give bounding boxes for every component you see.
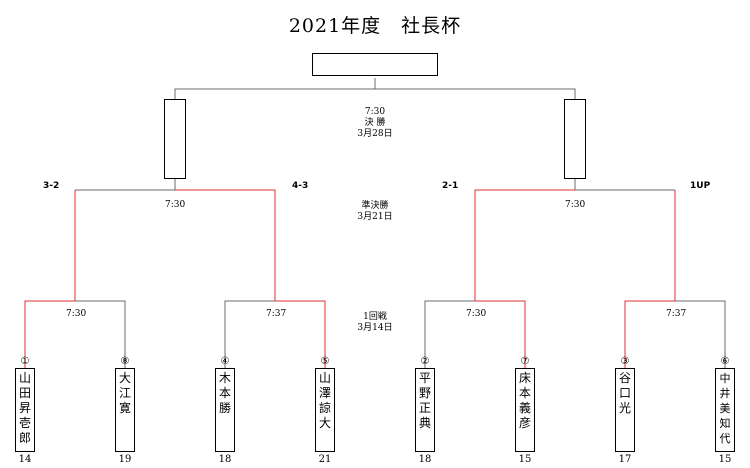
player-name: 山澤諒大 [318, 371, 331, 430]
finalist-box-right [564, 99, 586, 179]
player-name-box: 谷口 光 [615, 368, 644, 452]
seed-mark: ⑧ [120, 356, 130, 367]
final-round-name: 決 勝 [364, 118, 386, 128]
winner-line-r1-3 [475, 300, 526, 372]
score-semifinal-right-1: 2-1 [442, 181, 459, 191]
semifinal-date: 3月21日 [357, 212, 393, 222]
semifinal-round-info: 準決勝 3月21日 [335, 201, 415, 223]
player-number: 18 [418, 454, 432, 465]
player-number: 17 [618, 454, 632, 465]
player-name: 大江 寛 [118, 371, 144, 415]
r1-match-1-time: 7:30 [66, 309, 87, 319]
semifinal-round-name: 準決勝 [361, 201, 389, 211]
player-name: 木本 勝 [218, 371, 244, 415]
seed-mark: ⑤ [320, 356, 330, 367]
player-name-box: 中井美知代 [715, 368, 735, 452]
score-semifinal-left-2: 4-3 [292, 181, 309, 191]
player-number: 18 [218, 454, 232, 465]
score-semifinal-right-2: 1UP [690, 181, 711, 191]
bracket-line-r1-2-left [224, 300, 275, 372]
player-name: 山田昇壱郎 [18, 371, 31, 445]
player-number: 19 [118, 454, 132, 465]
score-semifinal-left-1: 3-2 [43, 181, 60, 191]
final-round-info: 7:30 決 勝 3月28日 [335, 107, 415, 140]
finalist-box-left [164, 99, 186, 179]
winner-line-r1-4 [624, 300, 675, 372]
player-name-box: 平野正典 [415, 368, 435, 452]
page-title: 2021年度 社長杯 [288, 15, 462, 37]
seed-mark: ⑦ [520, 356, 530, 367]
semifinal-left-time: 7:30 [165, 200, 186, 210]
final-date: 3月28日 [357, 129, 393, 139]
player-name-box: 床本義彦 [515, 368, 535, 452]
winner-line-r1-2 [275, 300, 326, 372]
final-time: 7:30 [364, 107, 386, 117]
player-name-box: 山田昇壱郎 [15, 368, 35, 452]
player-name: 谷口 光 [618, 371, 644, 415]
seed-mark: ① [20, 356, 30, 367]
champion-box [312, 53, 438, 76]
player-name-box: 山澤諒大 [315, 368, 335, 452]
player-number: 21 [318, 454, 332, 465]
player-name-box: 大江 寛 [115, 368, 144, 452]
seed-mark: ⑥ [720, 356, 730, 367]
winner-line-r1-1 [24, 300, 75, 372]
r1-match-3-time: 7:30 [466, 309, 487, 319]
first-round-date: 3月14日 [357, 323, 393, 333]
r1-match-2-time: 7:37 [266, 309, 287, 319]
player-number: 15 [718, 454, 732, 465]
player-name-box: 木本 勝 [215, 368, 244, 452]
bracket-line-r1-3-left [424, 300, 475, 372]
player-number: 14 [18, 454, 32, 465]
seed-mark: ④ [220, 356, 230, 367]
first-round-name: 1回戦 [363, 312, 387, 322]
player-name: 中井美知代 [719, 372, 731, 445]
r1-match-4-time: 7:37 [666, 309, 687, 319]
winner-line-sf-right [474, 189, 575, 301]
first-round-info: 1回戦 3月14日 [335, 312, 415, 334]
winner-line-sf-left-2 [175, 189, 276, 301]
player-name: 床本義彦 [518, 371, 531, 430]
player-name: 平野正典 [418, 371, 431, 430]
bracket-line-r1-1-right [75, 300, 126, 372]
bracket-line-r1-4-right [675, 300, 726, 372]
seed-mark: ② [420, 356, 430, 367]
player-number: 15 [518, 454, 532, 465]
semifinal-right-time: 7:30 [565, 200, 586, 210]
seed-mark: ③ [620, 356, 630, 367]
